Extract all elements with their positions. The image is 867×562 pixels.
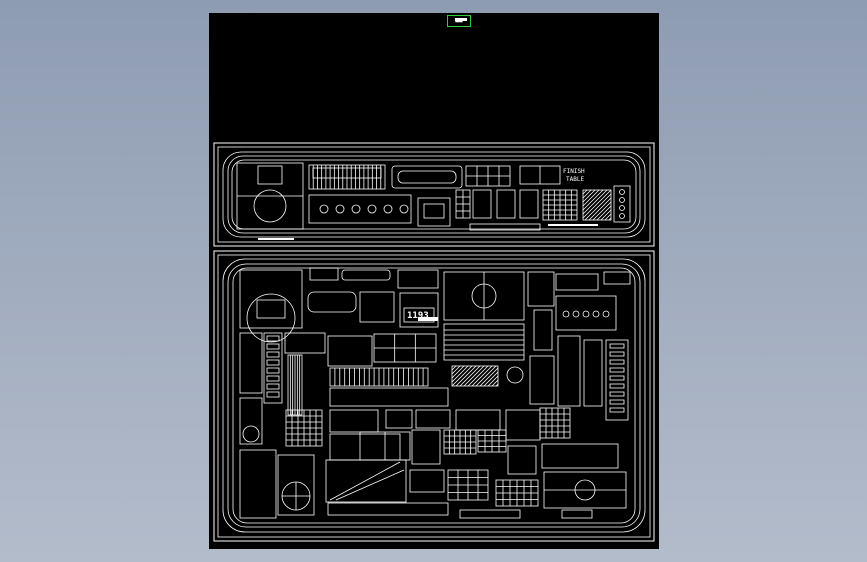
- selection-marker[interactable]: ▬▬: [447, 15, 471, 27]
- cad-viewport[interactable]: [209, 13, 659, 549]
